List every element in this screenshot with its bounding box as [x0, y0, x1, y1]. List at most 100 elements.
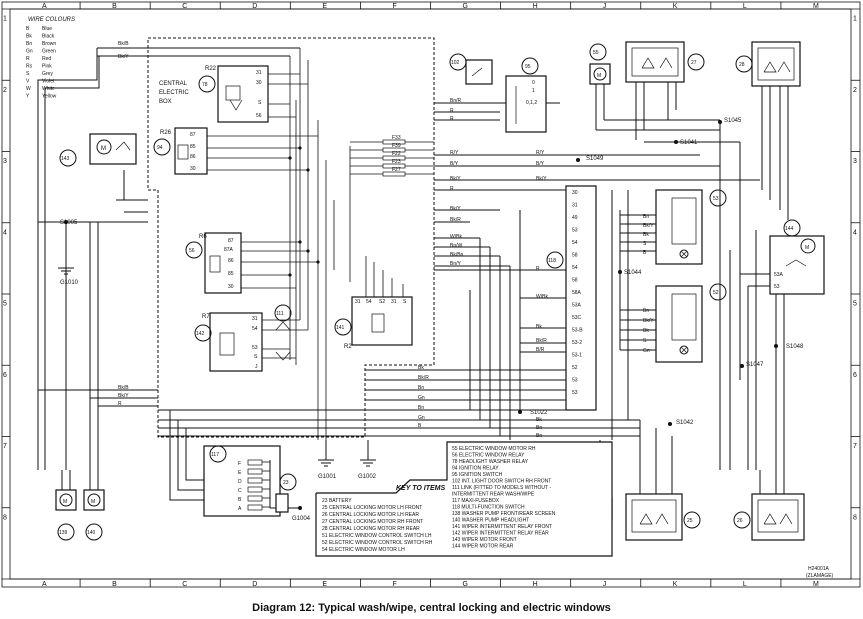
- relay-r2: R2 31 54 S2 31 S 141: [334, 296, 413, 350]
- component-id-139: 139: [59, 530, 68, 536]
- reference-author: (ZLAMAGE): [806, 573, 834, 579]
- wire-label: Bk/Bn: [450, 252, 464, 258]
- wire-colour-code: V: [26, 79, 30, 85]
- grid-row-label: 5: [853, 301, 857, 308]
- wire-colour-code: Gn: [26, 49, 33, 55]
- component-25-lock-motor-lh-front: 25: [625, 493, 701, 541]
- mfs-terminal-label: 54: [572, 240, 578, 246]
- component-143-wiper-motor-front: M 143: [59, 133, 137, 167]
- key-item: 54 ELECTRIC WINDOW MOTOR LH: [322, 547, 405, 553]
- grid-col-label: F: [392, 581, 396, 588]
- component-26-lock-motor-lh-rear: 26: [733, 493, 805, 541]
- splice-label: S1042: [676, 420, 694, 426]
- relay-pin-r7-54: 54: [252, 326, 258, 332]
- relay-pin-r2-s: S: [403, 299, 407, 305]
- grid-row-label: 6: [853, 372, 857, 379]
- wire-label: Bk: [536, 417, 542, 423]
- wire-label: Bk/R: [450, 217, 461, 223]
- component-id-144: 144: [785, 226, 794, 232]
- grid-row-label: 4: [3, 229, 7, 236]
- ground-label: G1004: [292, 516, 311, 522]
- grid-col-label: M: [813, 581, 819, 588]
- key-item: 138 WASHER PUMP FRONT/REAR SCREEN: [452, 511, 556, 517]
- motor-m-143: M: [101, 146, 106, 152]
- splice-label: S1044: [624, 270, 642, 276]
- wire-label: Bk/R: [418, 375, 429, 381]
- grid-row-label: 2: [853, 87, 857, 94]
- key-item: 28 CENTRAL LOCKING MOTOR RH REAR: [322, 526, 420, 532]
- wire-colour-code: Bn: [26, 41, 32, 47]
- wire-label: Bk/Y: [643, 318, 654, 324]
- mfs-terminal-label: 49: [572, 215, 578, 221]
- maxi-fuse: [247, 495, 263, 502]
- grid-col-label: L: [743, 581, 747, 588]
- key-item: 78 HEADLIGHT WASHER RELAY: [452, 459, 529, 465]
- wire-colour-code: Rs: [26, 64, 33, 70]
- wire-label: Bk: [536, 324, 542, 330]
- ground-label: G1002: [358, 474, 377, 480]
- grid-col-label: D: [252, 3, 257, 10]
- component-55-window-motor-rh: M 55: [589, 43, 611, 130]
- key-item: 26 CENTRAL LOCKING MOTOR LH REAR: [322, 512, 419, 518]
- component-111-link: 111: [274, 304, 292, 361]
- grid-col-label: E: [322, 581, 327, 588]
- wire-label: Bk/B: [118, 41, 129, 47]
- diagram-caption: Diagram 12: Typical wash/wipe, central l…: [252, 602, 611, 614]
- grid-col-label: M: [813, 3, 819, 10]
- wire-label: Bn: [536, 433, 542, 439]
- relay-r26: R26 87 85 86 30 94: [153, 127, 208, 175]
- wire-label: R: [450, 116, 454, 122]
- ground-g1002: G1002: [358, 440, 377, 480]
- wire-label: Bn: [643, 308, 649, 314]
- relay-pin-r7-53: 53: [252, 345, 258, 351]
- maxi-fuse: [247, 459, 263, 466]
- key-item: 94 IGNITION RELAY: [452, 466, 499, 472]
- wire-label: Bk/Y: [536, 176, 547, 182]
- mfs-terminal-label: 58A: [572, 290, 582, 296]
- grid-col-label: G: [463, 3, 468, 10]
- grid-col-label: L: [743, 3, 747, 10]
- component-id-94: 94: [157, 145, 163, 151]
- grid-col-label: K: [673, 3, 678, 10]
- ground-label-g1010: G1010: [60, 280, 79, 286]
- splices-right-top: S1045 S1041: [596, 118, 742, 380]
- motor-m-55: M: [597, 73, 601, 79]
- wire-label: Bk: [643, 232, 649, 238]
- box-label-central: CENTRAL: [159, 81, 188, 87]
- relay-r22: R22 31 30 S 56 78: [198, 65, 269, 123]
- component-144-wiper-motor-rear: M 53A 53 144: [740, 219, 825, 295]
- mfs-terminal-label: 53C: [572, 315, 582, 321]
- splices-right-bottom: S1048 S1047: [599, 230, 804, 470]
- relay-pin-r22-56: 56: [256, 113, 262, 119]
- component-118-multi-function-switch: 303149535458545858A53A53C53-B53-253-1525…: [546, 185, 597, 411]
- key-item: 143 WIPER MOTOR FRONT: [452, 537, 517, 543]
- wire-label: W/Bk: [536, 294, 548, 300]
- wire-label: Bn/R: [450, 98, 462, 104]
- maxi-fuse: [247, 504, 263, 511]
- maxi-fuse: [247, 477, 263, 484]
- terminal-label: 1: [532, 88, 535, 94]
- fusebox-row-label: D: [238, 479, 242, 485]
- relay-pin-r7-j: J: [255, 364, 258, 370]
- wire-label: B: [418, 423, 422, 429]
- grid-col-label: B: [112, 581, 117, 588]
- wire-label: W/Bk: [450, 234, 462, 240]
- wire-label: Gn: [643, 348, 650, 354]
- component-id-102: 102: [451, 60, 460, 66]
- relay-pin-r2-54: 54: [366, 299, 372, 305]
- wire-label: Bk/Y: [118, 54, 129, 60]
- wire-label: Bn: [643, 214, 649, 220]
- key-title: KEY TO ITEMS: [396, 485, 445, 492]
- terminal-label: 0: [532, 80, 535, 86]
- terminal-label: 0,1,2: [526, 100, 537, 106]
- component-102-door-switch: 102: [449, 53, 493, 85]
- wire-label: Bk: [643, 328, 649, 334]
- key-item: INTERMITTENT REAR WASH/WIPE: [452, 492, 535, 498]
- grid-row-label: 8: [3, 514, 7, 521]
- wire-colour-code: Bk: [26, 34, 32, 40]
- splice-label: S1045: [724, 118, 742, 124]
- mfs-terminal-label: 53: [572, 228, 578, 234]
- component-27-lock-motor-rh-front: 27: [625, 41, 705, 140]
